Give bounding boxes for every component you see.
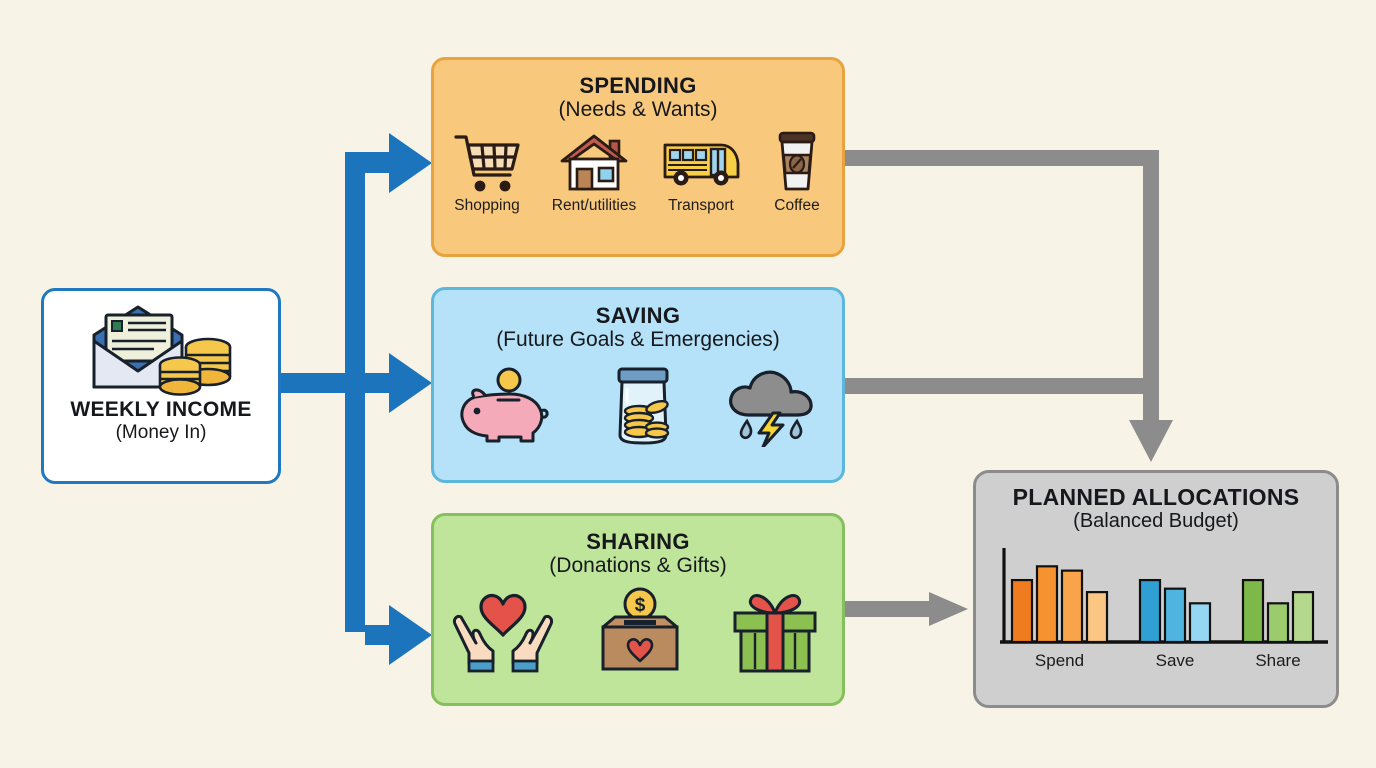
allocations-bar-chart: Spend Save Share bbox=[976, 538, 1336, 670]
weekly-income-box[interactable]: WEEKLY INCOME (Money In) bbox=[41, 288, 281, 484]
sharing-subtitle: (Donations & Gifts) bbox=[549, 554, 727, 578]
planned-allocations-box[interactable]: PLANNED ALLOCATIONS (Balanced Budget) Sp… bbox=[973, 470, 1339, 708]
sharing-item-donation-box[interactable]: $ bbox=[573, 587, 708, 673]
piggy-bank-icon bbox=[460, 367, 549, 443]
donation-box-icon: $ bbox=[601, 587, 679, 671]
school-bus-icon bbox=[663, 143, 740, 186]
coin-jar-icon bbox=[617, 367, 670, 445]
spending-box[interactable]: SPENDING (Needs & Wants) Shopping bbox=[431, 57, 845, 257]
income-split-arrows bbox=[281, 133, 432, 665]
planned-subtitle: (Balanced Budget) bbox=[1073, 510, 1239, 533]
spending-item-coffee[interactable]: Coffee bbox=[753, 129, 841, 215]
spending-item-label: Transport bbox=[668, 197, 734, 215]
spending-icon-row: Shopping Rent/utilities bbox=[434, 129, 842, 215]
bar-chart-svg: Spend Save Share bbox=[1000, 548, 1328, 670]
gift-box-icon bbox=[733, 594, 817, 673]
merge-arrows bbox=[845, 150, 1173, 626]
svg-text:Share: Share bbox=[1255, 651, 1300, 670]
spending-title: SPENDING bbox=[579, 73, 697, 98]
sharing-item-hands-heart[interactable] bbox=[434, 589, 573, 673]
saving-title: SAVING bbox=[595, 303, 681, 328]
income-title: WEEKLY INCOME bbox=[70, 398, 252, 421]
spending-item-label: Rent/utilities bbox=[551, 197, 637, 215]
saving-item-piggy-bank[interactable] bbox=[438, 367, 578, 447]
sharing-item-gift-box[interactable] bbox=[707, 587, 842, 673]
saving-box[interactable]: SAVING (Future Goals & Emergencies) bbox=[431, 287, 845, 483]
spending-item-shopping[interactable]: Shopping bbox=[435, 131, 539, 215]
spending-item-transport[interactable]: Transport bbox=[649, 131, 753, 215]
coffee-cup-icon bbox=[778, 131, 816, 191]
saving-item-coin-jar[interactable] bbox=[578, 363, 708, 447]
svg-text:Save: Save bbox=[1156, 651, 1195, 670]
saving-item-storm-cloud[interactable] bbox=[708, 363, 838, 448]
spending-subtitle: (Needs & Wants) bbox=[558, 98, 718, 122]
sharing-icon-row: $ bbox=[434, 587, 842, 673]
spending-item-label: Coffee bbox=[774, 197, 820, 215]
envelope-with-money-icon bbox=[92, 305, 232, 396]
spending-item-label: Shopping bbox=[454, 197, 520, 215]
sharing-box[interactable]: SHARING (Donations & Gifts) $ bbox=[431, 513, 845, 706]
saving-subtitle: (Future Goals & Emergencies) bbox=[496, 328, 780, 352]
planned-title: PLANNED ALLOCATIONS bbox=[1012, 484, 1300, 510]
svg-text:Spend: Spend bbox=[1035, 651, 1084, 670]
svg-text:$: $ bbox=[635, 595, 646, 616]
spending-item-rent[interactable]: Rent/utilities bbox=[539, 131, 649, 215]
hands-holding-heart-icon bbox=[453, 594, 554, 673]
income-subtitle: (Money In) bbox=[115, 422, 207, 444]
saving-icon-row bbox=[434, 363, 842, 448]
house-icon bbox=[560, 134, 628, 191]
shopping-cart-icon bbox=[454, 135, 520, 192]
sharing-title: SHARING bbox=[586, 529, 690, 554]
storm-cloud-icon bbox=[729, 370, 813, 448]
